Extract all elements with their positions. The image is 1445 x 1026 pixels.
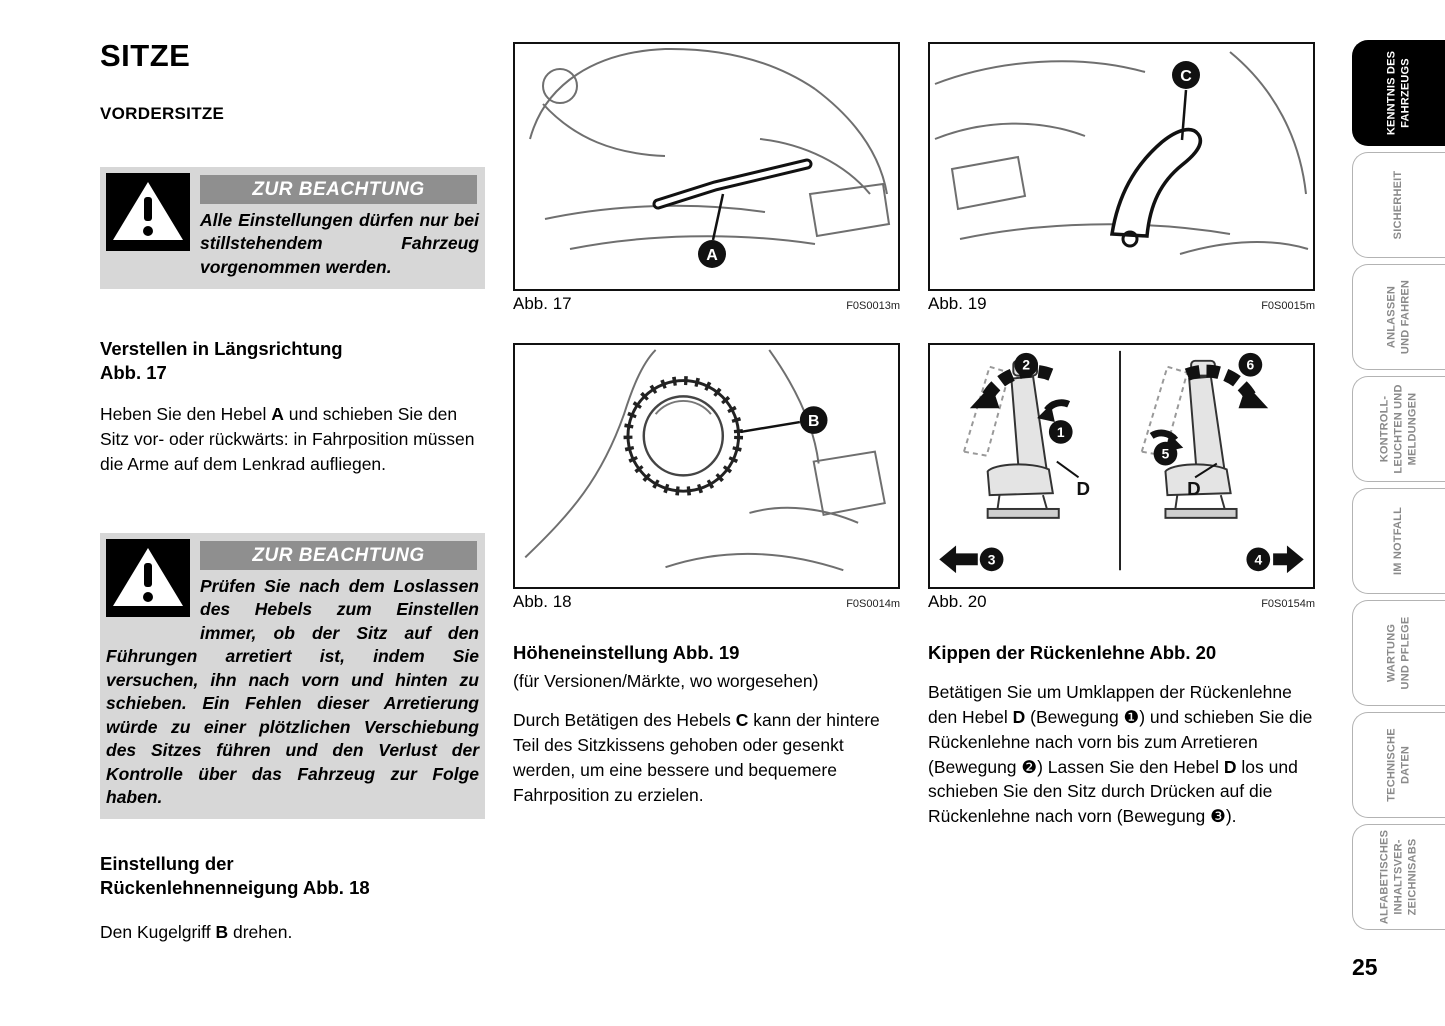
tab-wartung-und-pflege: WARTUNG UND PFLEGE [1352, 600, 1445, 706]
warning-header: ZUR BEACHTUNG [200, 541, 477, 570]
warning-box-1: ZUR BEACHTUNG Alle Einstellungen dürfen … [100, 167, 485, 290]
tab-label: ANLASSEN UND FAHREN [1385, 279, 1411, 355]
callout-6: 6 [1247, 357, 1255, 373]
callout-b: B [808, 413, 819, 430]
heading-hoeheneinstellung: Höheneinstellung Abb. 19 [513, 642, 740, 663]
warning-triangle-icon [106, 539, 190, 617]
heading-kippen-rueckenlehne: Kippen der Rückenlehne Abb. 20 [928, 642, 1217, 663]
callout-d-right: D [1187, 478, 1201, 499]
tab-sicherheit: SICHERHEIT [1352, 152, 1445, 258]
tab-anlassen-und-fahren: ANLASSEN UND FAHREN [1352, 264, 1445, 370]
paragraph-kugelgriff: Den Kugelgriff B drehen. [100, 922, 293, 942]
warning-body: Prüfen Sie nach dem Loslassen des Hebels… [106, 576, 479, 807]
warning-header: ZUR BEACHTUNG [200, 175, 477, 204]
warning-body: Alle Einstellungen dürfen nur bei stills… [200, 210, 479, 277]
tab-alfabetisches-inhaltsverzeichnis: ALFABETISCHES INHALTSVER- ZEICHNISABS [1352, 824, 1445, 930]
callout-4: 4 [1254, 551, 1262, 567]
callout-a: A [706, 247, 718, 264]
seat-fold-diagram: 2 1 D 3 6 5 [939, 350, 1304, 574]
tab-label: KENNTNIS DES FAHRZEUGS [1385, 50, 1411, 136]
paragraph-laengsrichtung: Heben Sie den Hebel A und schieben Sie d… [100, 404, 475, 474]
figure-caption: Abb. 19 [928, 294, 987, 313]
note-versionen: (für Versionen/Märkte, wo worgesehen) [513, 671, 819, 691]
figure-caption: Abb. 17 [513, 294, 572, 313]
section-subtitle: VORDERSITZE [100, 104, 225, 123]
figure-code: F0S0014m [846, 598, 900, 610]
tab-im-notfall: IM NOTFALL [1352, 488, 1445, 594]
warning-box-2: ZUR BEACHTUNG Prüfen Sie nach dem Loslas… [100, 533, 485, 820]
callout-c: C [1180, 68, 1192, 85]
seat-lever-drawing: A [529, 47, 891, 268]
figure-code: F0S0015m [1261, 300, 1315, 312]
figure-caption: Abb. 18 [513, 592, 572, 611]
tab-label: SICHERHEIT [1392, 170, 1405, 240]
callout-1: 1 [1057, 424, 1065, 440]
figure-abb17: A [513, 42, 900, 291]
page-title: SITZE [100, 38, 191, 73]
paragraph-kippen: Betätigen Sie um Umklappen der Rückenleh… [928, 682, 1313, 827]
heading-rueckenlehnenneigung: Einstellung der Rückenlehnenneigung Abb.… [100, 853, 370, 899]
tab-label: WARTUNG UND PFLEGE [1385, 616, 1411, 690]
callout-2: 2 [1022, 357, 1030, 373]
warning-triangle-icon [106, 173, 190, 251]
tab-label: IM NOTFALL [1392, 507, 1405, 575]
paragraph-hoeheneinstellung: Durch Betätigen des Hebels C kann der hi… [513, 710, 880, 805]
figure-abb20: 2 1 D 3 6 5 [928, 343, 1315, 589]
tab-technische-daten: TECHNISCHE DATEN [1352, 712, 1445, 818]
tab-label: KONTROLL- LEUCHTEN UND MELDUNGEN [1378, 384, 1418, 474]
callout-3: 3 [988, 551, 996, 567]
page-number: 25 [1352, 954, 1378, 980]
figure-caption: Abb. 20 [928, 592, 987, 611]
figure-code: F0S0154m [1261, 598, 1315, 610]
figure-code: F0S0013m [846, 300, 900, 312]
figure-abb18: B [513, 343, 900, 589]
callout-d-left: D [1077, 478, 1091, 499]
tab-label: ALFABETISCHES INHALTSVER- ZEICHNISABS [1378, 829, 1418, 925]
callout-5: 5 [1162, 446, 1170, 462]
height-lever-drawing: C [934, 51, 1309, 255]
heading-verstellen-laengsrichtung: Verstellen in Längsrichtung Abb. 17 [100, 338, 343, 384]
knob-drawing: B [524, 349, 886, 572]
tab-label: TECHNISCHE DATEN [1385, 728, 1411, 802]
figure-abb19: C [928, 42, 1315, 291]
tab-kenntnis-des-fahrzeugs: KENNTNIS DES FAHRZEUGS [1352, 40, 1445, 146]
tab-kontrollleuchten-und-meldungen: KONTROLL- LEUCHTEN UND MELDUNGEN [1352, 376, 1445, 482]
